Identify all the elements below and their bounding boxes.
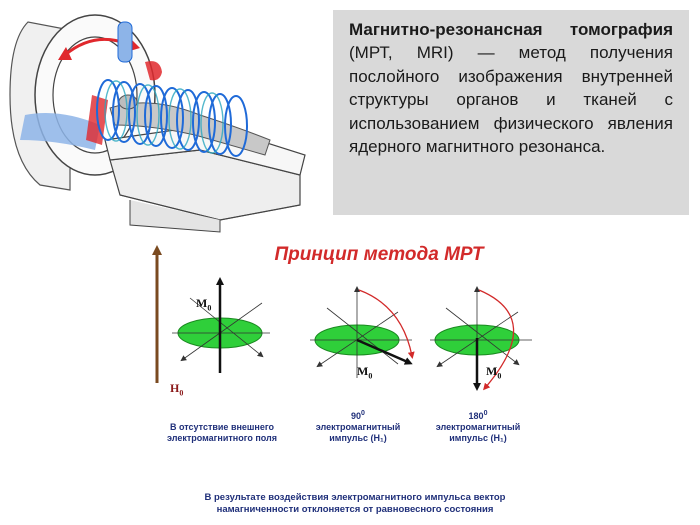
definition-text: (МРТ, MRI) — метод получения послойного … [349, 43, 673, 157]
panel-equilibrium [172, 277, 270, 373]
panel-180-pulse [430, 286, 532, 391]
definition-term: Магнитно-резонансная томография [349, 20, 673, 39]
diagram-title: Принцип метода МРТ [274, 244, 484, 265]
definition-panel: Магнитно-резонансная томография (МРТ, MR… [333, 10, 689, 215]
mri-scanner-illustration [9, 14, 306, 233]
diagram-footer-caption: В результате воздействия электромагнитно… [204, 492, 506, 515]
panel-90-pulse [310, 286, 415, 378]
mri-principle-diagram [152, 245, 532, 391]
magnetization-label-3: M0 [486, 364, 502, 381]
caption-180-pulse: 1800 электромагнитный импульс (H₁) [435, 410, 521, 443]
field-label: H0 [170, 381, 184, 398]
magnetization-label-1: M0 [196, 296, 212, 313]
caption-equilibrium: В отсутствие внешнего электромагнитного … [166, 422, 278, 443]
magnetization-label-2: M0 [357, 364, 373, 381]
caption-90-pulse: 900 электромагнитный импульс (H₁) [315, 410, 401, 443]
